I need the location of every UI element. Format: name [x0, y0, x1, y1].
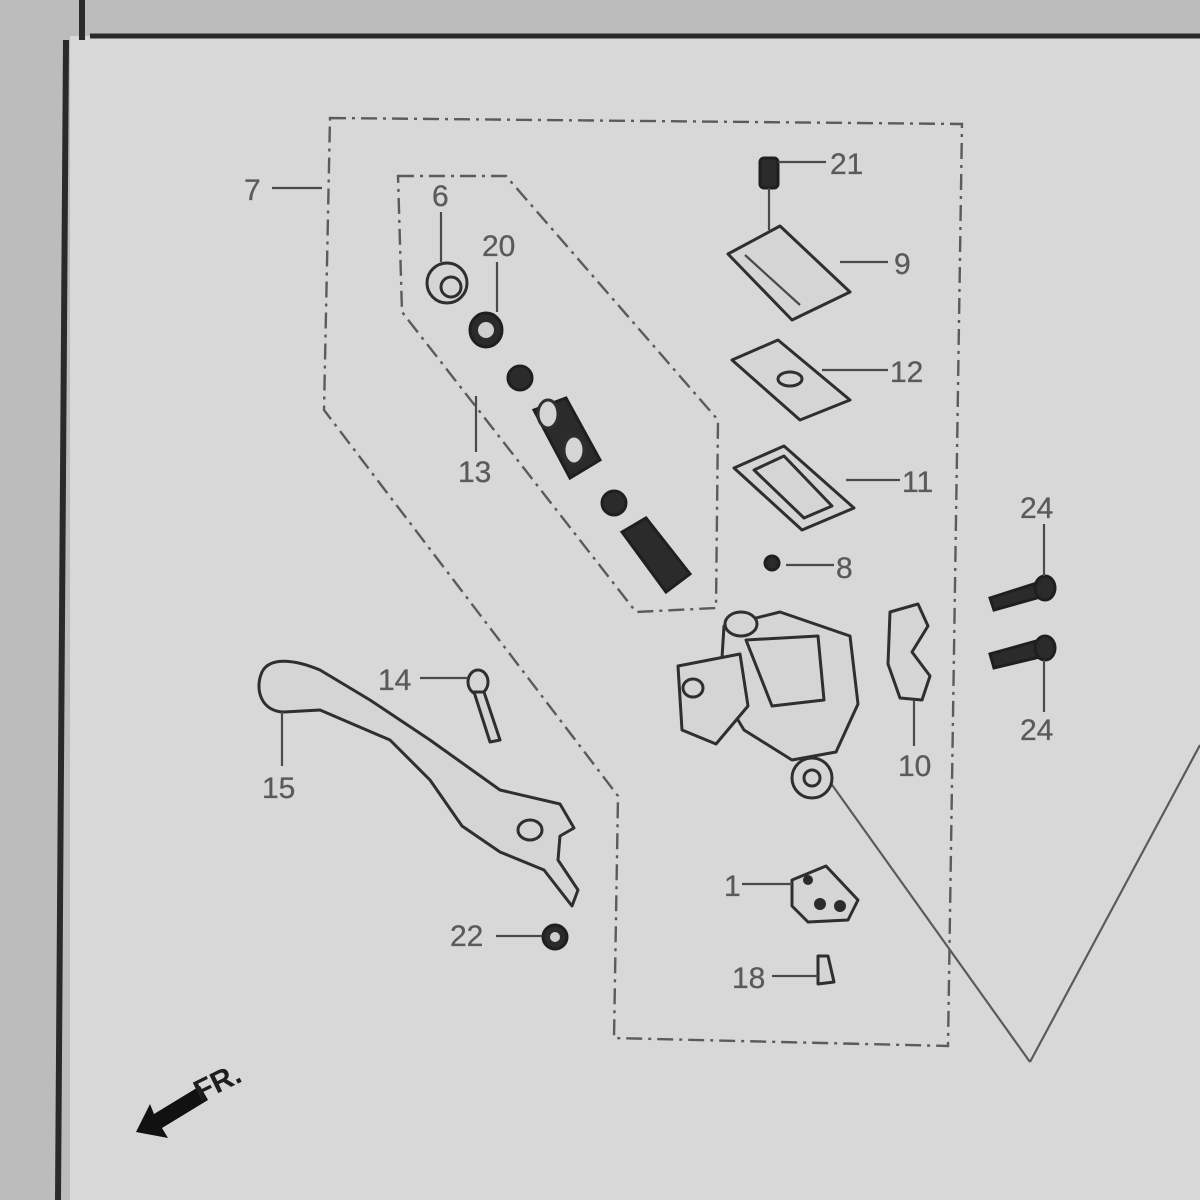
label-part-22: 22	[450, 920, 483, 953]
label-part-6: 6	[432, 180, 449, 213]
spring-part	[619, 516, 693, 595]
label-part-8: 8	[836, 552, 853, 585]
lever-pivot-hole	[516, 818, 544, 842]
label-part-10: 10	[898, 750, 931, 783]
holder-part-10	[886, 602, 932, 702]
pivot-bolt-part-15	[466, 668, 502, 744]
screw-part-18	[816, 954, 836, 986]
reservoir-cap-inner-line	[744, 254, 801, 306]
nut-part-22	[541, 923, 569, 951]
label-part-24-lower: 24	[1020, 714, 1053, 747]
boot-part-6	[425, 261, 469, 305]
stop-switch-part-1	[790, 864, 860, 924]
master-cylinder-assembly-boundary	[322, 116, 964, 1048]
label-part-1: 1	[724, 870, 741, 903]
label-part-15: 14	[378, 664, 411, 697]
reference-line-2	[1029, 744, 1200, 1063]
brake-lever-part-14	[257, 659, 580, 908]
label-part-9: 9	[894, 248, 911, 281]
label-part-13: 13	[458, 456, 491, 489]
bolt-part-24-lower	[988, 634, 1057, 670]
label-part-18: 18	[732, 962, 765, 995]
screw-part-21	[758, 156, 780, 230]
washer-part	[506, 364, 534, 392]
master-cylinder-body	[676, 610, 860, 800]
label-part-12: 12	[890, 356, 923, 389]
plate-part-12	[730, 338, 852, 422]
cup-part	[600, 489, 628, 517]
piston-kit-boundary	[396, 174, 720, 614]
label-part-24-upper: 24	[1020, 492, 1053, 525]
reference-line	[829, 781, 1031, 1063]
piston-part	[531, 396, 603, 481]
diaphragm-part-11	[732, 444, 856, 532]
circlip-part-20	[468, 311, 504, 349]
label-part-14-text: 15	[262, 772, 295, 805]
frame-left-line	[55, 39, 69, 1200]
label-part-11: 11	[902, 466, 933, 499]
seal-part-8	[763, 554, 781, 572]
diagram-panel	[70, 36, 1200, 1200]
label-part-7: 7	[244, 174, 261, 207]
reservoir-cap-part-9	[726, 224, 852, 322]
arrow-left-icon	[136, 1086, 208, 1138]
label-part-21: 21	[830, 148, 863, 181]
label-part-20: 20	[482, 230, 515, 263]
